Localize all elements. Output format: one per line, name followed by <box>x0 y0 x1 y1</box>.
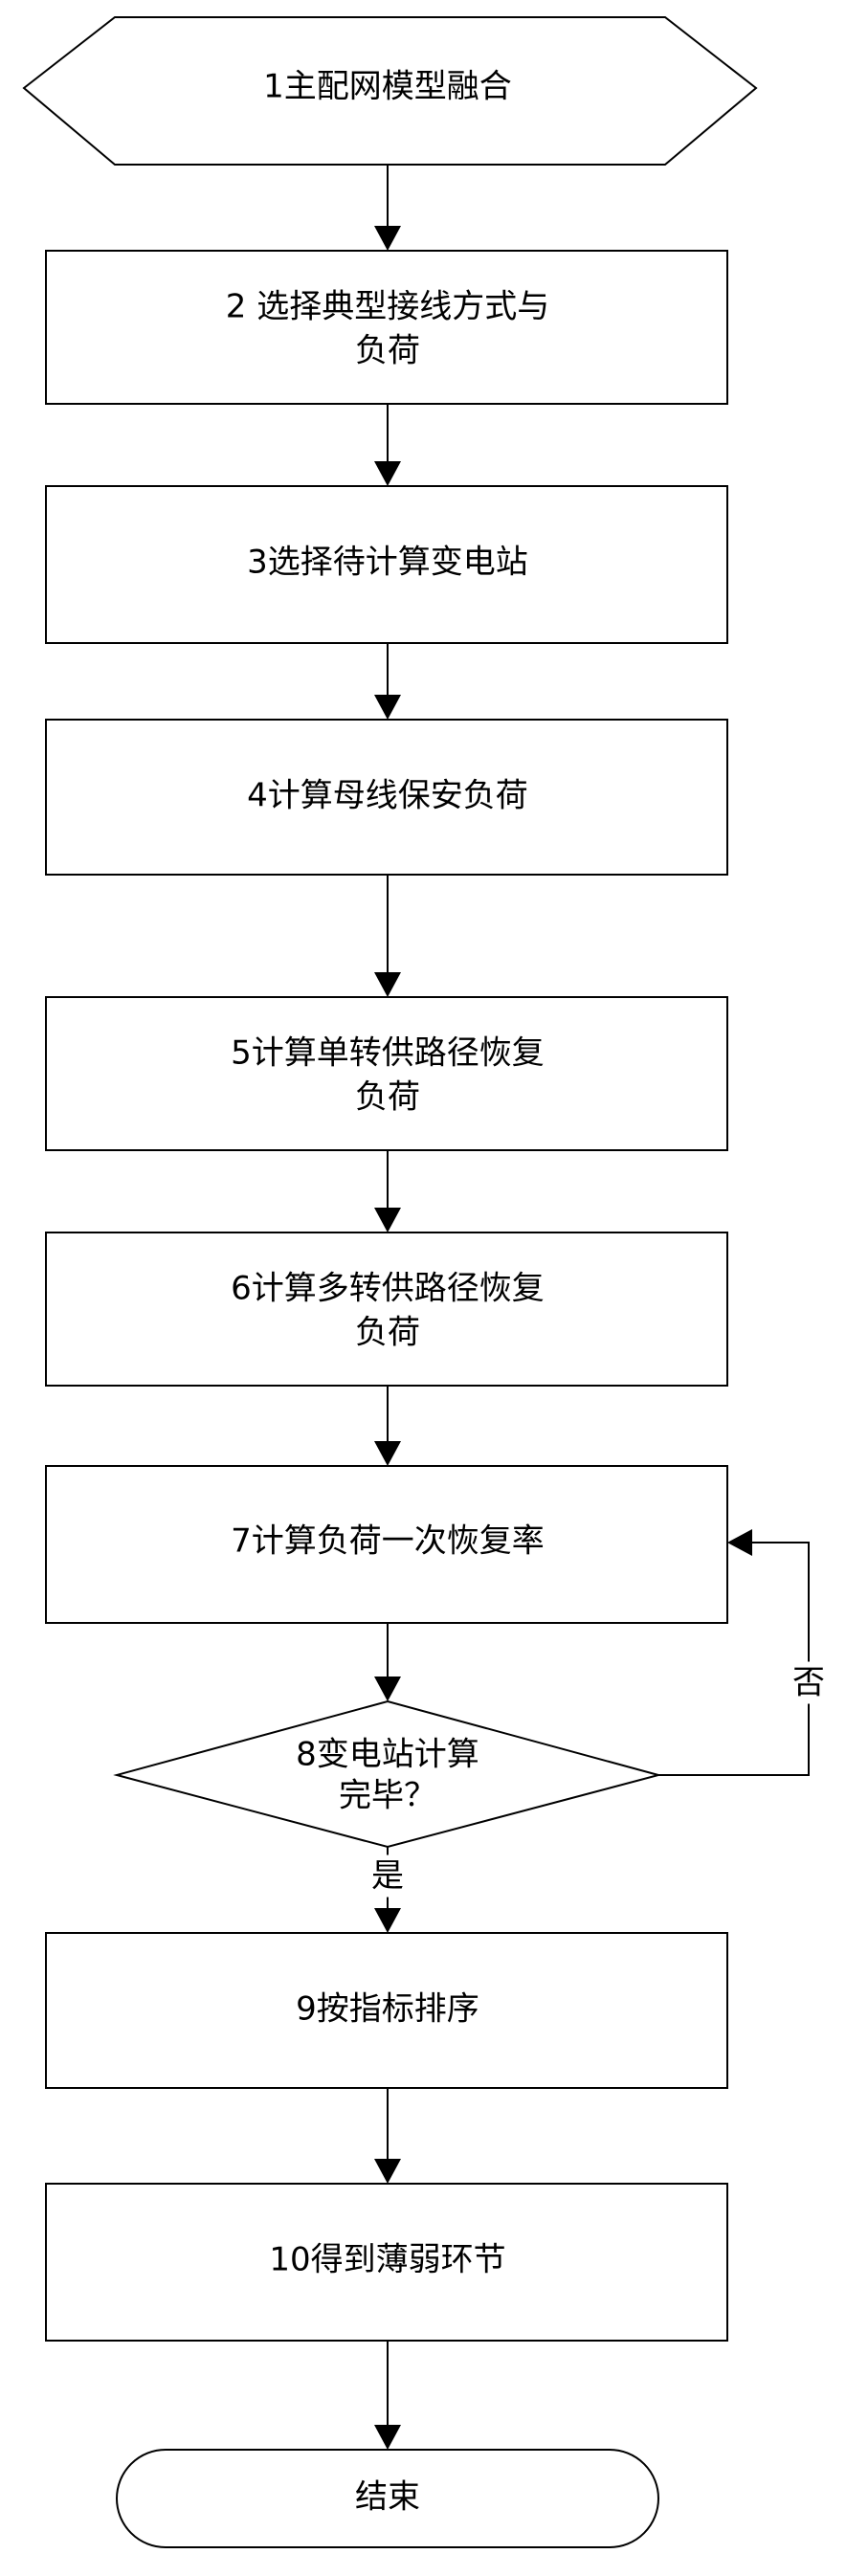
edge-6-7 <box>374 1386 401 1466</box>
node-weak-links: 10得到薄弱环节 <box>45 2183 728 2342</box>
node-weak-links-label: 10得到薄弱环节 <box>269 2241 505 2279</box>
edge-yes-label: 是 <box>371 1857 404 1896</box>
node-end: 结束 <box>116 2449 659 2548</box>
edge-no-label: 否 <box>792 1664 825 1702</box>
node-select-wiring: 2 选择典型接线方式与 负荷 <box>45 250 728 405</box>
node-end-label: 结束 <box>355 2478 420 2517</box>
node-decision-finished-label-2: 完毕？ <box>339 1777 436 1815</box>
edge-1-2 <box>374 165 401 251</box>
node-multi-transfer: 6计算多转供路径恢复 负荷 <box>45 1232 728 1387</box>
node-single-transfer-label-2: 负荷 <box>355 1078 420 1117</box>
edge-9-10 <box>374 2088 401 2184</box>
node-select-substation: 3选择待计算变电站 <box>45 485 728 644</box>
edge-4-5 <box>374 875 401 997</box>
edge-10-11 <box>374 2341 401 2450</box>
node-model-fusion-label: 1主配网模型融合 <box>263 68 512 106</box>
node-select-wiring-label-1: 2 选择典型接线方式与 <box>226 288 549 326</box>
node-recovery-rate: 7计算负荷一次恢复率 <box>45 1465 728 1624</box>
node-single-transfer-label-1: 5计算单转供路径恢复 <box>231 1034 545 1073</box>
edge-7-8 <box>374 1623 401 1701</box>
node-single-transfer: 5计算单转供路径恢复 负荷 <box>45 996 728 1151</box>
node-bus-load-label: 4计算母线保安负荷 <box>247 777 528 815</box>
node-model-fusion: 1主配网模型融合 <box>22 16 758 166</box>
edge-8-9-yes: 是 <box>367 1847 408 1933</box>
node-bus-load: 4计算母线保安负荷 <box>45 719 728 876</box>
node-sort-index-label: 9按指标排序 <box>296 1990 479 2029</box>
edge-8-7-no: 否 <box>658 1529 829 1776</box>
node-decision-finished: 8变电站计算 完毕？ <box>113 1699 662 1849</box>
node-select-substation-label: 3选择待计算变电站 <box>247 544 528 582</box>
edge-3-4 <box>374 643 401 720</box>
node-decision-finished-label-1: 8变电站计算 <box>296 1736 479 1774</box>
node-recovery-rate-label: 7计算负荷一次恢复率 <box>231 1522 545 1561</box>
edge-5-6 <box>374 1150 401 1232</box>
node-sort-index: 9按指标排序 <box>45 1932 728 2089</box>
node-multi-transfer-label-2: 负荷 <box>355 1314 420 1352</box>
node-select-wiring-label-2: 负荷 <box>355 332 420 370</box>
edge-2-3 <box>374 404 401 486</box>
node-multi-transfer-label-1: 6计算多转供路径恢复 <box>231 1270 545 1308</box>
